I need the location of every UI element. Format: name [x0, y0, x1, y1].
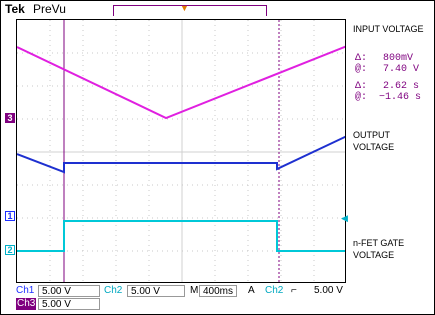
trigger-slope-icon[interactable]: ⌐ [291, 285, 297, 296]
ch3-tag[interactable]: Ch3 [16, 298, 37, 310]
gate-voltage-trace [17, 220, 345, 252]
at-voltage-value: 7.40 V [383, 64, 420, 75]
ch3-scale[interactable]: 5.00 V [38, 298, 100, 310]
input-voltage-label: INPUT VOLTAGE [353, 24, 424, 34]
input-voltage-trace [17, 45, 345, 120]
graticule [17, 20, 345, 282]
waveform-display [16, 19, 346, 283]
ch1-scale[interactable]: 5.00 V [38, 285, 100, 297]
delta-time-value: 2.62 s [383, 81, 420, 92]
timebase-tag: M [190, 285, 199, 296]
waveform-svg [17, 20, 345, 282]
output-voltage-label-1: OUTPUT [353, 130, 390, 140]
ch2-scale[interactable]: 5.00 V [127, 285, 185, 297]
output-voltage-trace [17, 135, 345, 174]
ch2-tag[interactable]: Ch2 [104, 285, 123, 296]
ch1-ground-marker[interactable]: 1 [5, 211, 15, 221]
trigger-level-icon[interactable]: ◀ [341, 213, 348, 223]
acquisition-status: PreVu [33, 2, 66, 16]
brand-label: Tek [5, 2, 25, 16]
ch2-ground-marker[interactable]: 2 [5, 245, 15, 255]
trigger-source[interactable]: Ch2 [265, 285, 284, 296]
trigger-position-icon: ▼ [180, 3, 189, 13]
output-voltage-label-2: VOLTAGE [353, 142, 395, 152]
gate-voltage-label-2: VOLTAGE [353, 250, 395, 260]
delta-voltage-value: 800mV [383, 53, 414, 64]
delta-time-label: Δ: [355, 81, 368, 92]
ch1-tag[interactable]: Ch1 [16, 285, 35, 296]
delta-voltage-label: Δ: [355, 53, 368, 64]
trigger-level[interactable]: 5.00 V [314, 285, 343, 296]
at-time-value: −1.46 s [379, 92, 422, 103]
ch3-ground-marker[interactable]: 3 [5, 113, 15, 123]
at-voltage-label: @: [355, 64, 368, 75]
gate-voltage-label-1: n-FET GATE [353, 238, 405, 248]
trigger-tag: A [248, 285, 255, 296]
record-position-bar [113, 5, 267, 16]
at-time-label: @: [355, 92, 368, 103]
timebase-value[interactable]: 400ms [199, 285, 237, 297]
